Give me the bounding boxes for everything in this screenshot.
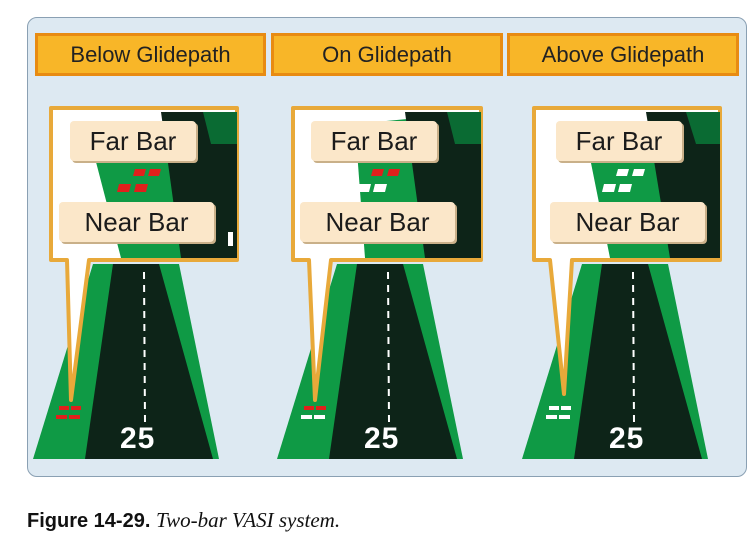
far-bar-label: Far Bar bbox=[70, 121, 196, 161]
panel-on-glidepath: Far Bar Near Bar 25 bbox=[275, 104, 513, 459]
zoom-near-bar-lights bbox=[357, 184, 387, 192]
runway bbox=[574, 264, 702, 459]
zoom-far-bar-lights bbox=[616, 169, 645, 176]
near-bar-label: Near Bar bbox=[550, 202, 705, 242]
vasi-far-bar-lights bbox=[59, 406, 81, 410]
near-bar-label: Near Bar bbox=[59, 202, 214, 242]
zoom-near-bar-lights bbox=[602, 184, 632, 192]
far-bar-label: Far Bar bbox=[311, 121, 437, 161]
runway bbox=[85, 264, 213, 459]
zoom-far-bar-lights bbox=[133, 169, 161, 176]
vasi-far-bar-lights bbox=[304, 406, 326, 410]
runway-number: 25 bbox=[364, 422, 400, 455]
vasi-near-bar-lights bbox=[56, 415, 80, 419]
panel-above-glidepath: Far Bar Near Bar 25 bbox=[520, 104, 753, 459]
header-on-glidepath: On Glidepath bbox=[271, 33, 503, 76]
header-below-glidepath: Below Glidepath bbox=[35, 33, 266, 76]
figure-caption-text: Two-bar VASI system. bbox=[155, 508, 341, 532]
panel-below-glidepath: Far Bar Near Bar 25 bbox=[31, 104, 269, 459]
zoom-far-bar-lights bbox=[371, 169, 400, 176]
near-bar-label: Near Bar bbox=[300, 202, 455, 242]
far-bar-label: Far Bar bbox=[556, 121, 682, 161]
vasi-near-bar-lights bbox=[301, 415, 325, 419]
zoom-grass-far bbox=[686, 112, 720, 144]
vasi-near-bar-lights bbox=[546, 415, 570, 419]
figure-caption: Figure 14-29. Two-bar VASI system. bbox=[27, 508, 340, 533]
runway bbox=[329, 264, 457, 459]
runway-number: 25 bbox=[609, 422, 645, 455]
runway-number: 25 bbox=[120, 422, 156, 455]
header-above-glidepath: Above Glidepath bbox=[507, 33, 739, 76]
vasi-far-bar-lights bbox=[549, 406, 571, 410]
figure-number: Figure 14-29. bbox=[27, 510, 151, 532]
zoom-grass-far bbox=[447, 112, 481, 144]
zoom-runway-marking bbox=[228, 232, 233, 246]
zoom-near-bar-lights bbox=[117, 184, 148, 192]
zoom-grass-far bbox=[203, 112, 237, 144]
